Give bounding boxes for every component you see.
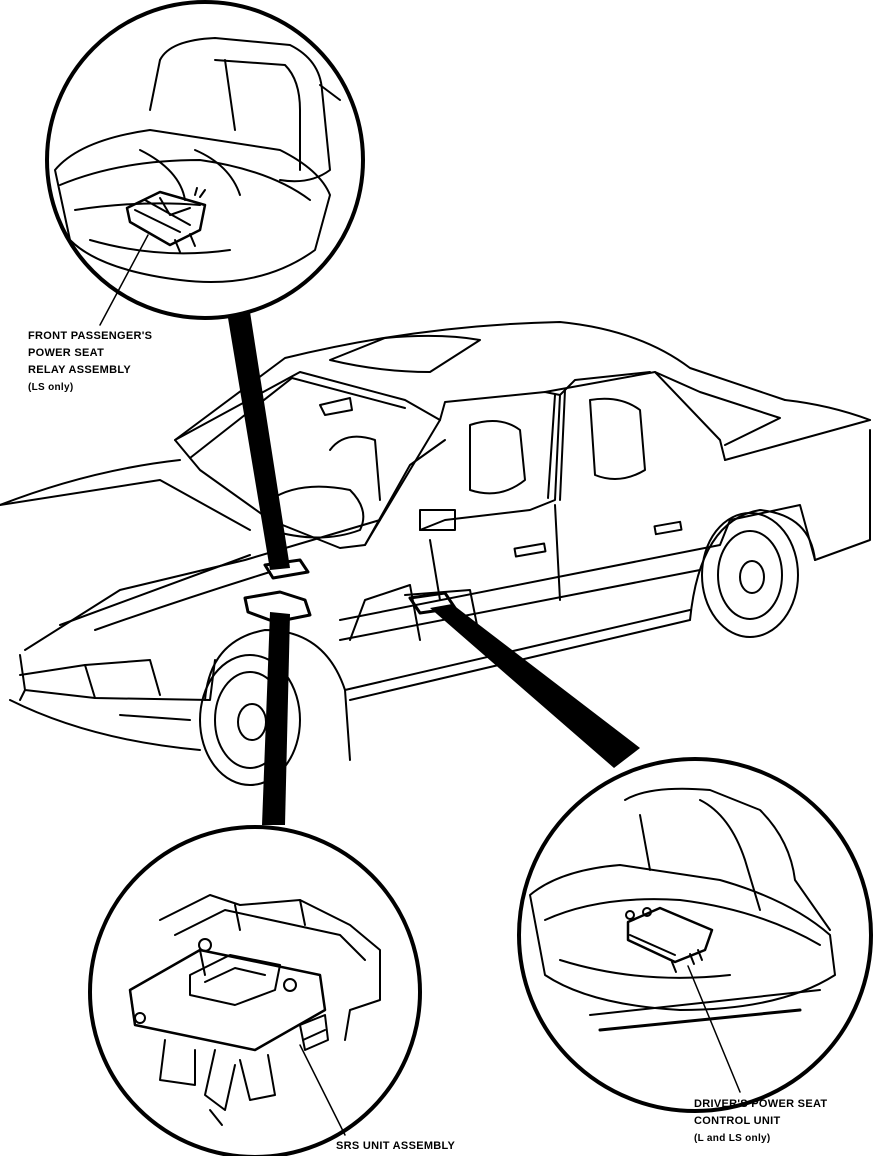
driver-control-unit-label: DRIVER'S POWER SEAT CONTROL UNIT (L and … [694,1096,827,1147]
callout-pointers [228,312,640,825]
srs-unit-label: SRS UNIT ASSEMBLY [336,1138,455,1155]
driver-label-line2: CONTROL UNIT [694,1115,781,1127]
front-passenger-pointer [228,312,290,570]
front-passenger-label-line3: RELAY ASSEMBLY [28,364,132,376]
front-passenger-relay-label: FRONT PASSENGER'S POWER SEAT RELAY ASSEM… [28,328,152,396]
srs-pointer [262,612,290,825]
srs-detail-circle [90,827,420,1156]
front-passenger-label-line1: FRONT PASSENGER'S [28,330,153,342]
driver-pointer [430,604,640,768]
srs-label-line1: SRS UNIT ASSEMBLY [336,1140,456,1152]
driver-label-line3: (L and LS only) [694,1133,771,1144]
front-passenger-detail-circle [47,2,363,325]
front-passenger-label-line4: (LS only) [28,382,74,393]
driver-detail-circle [519,759,871,1111]
front-passenger-label-line2: POWER SEAT [28,347,105,359]
driver-label-line1: DRIVER'S POWER SEAT [694,1098,828,1110]
